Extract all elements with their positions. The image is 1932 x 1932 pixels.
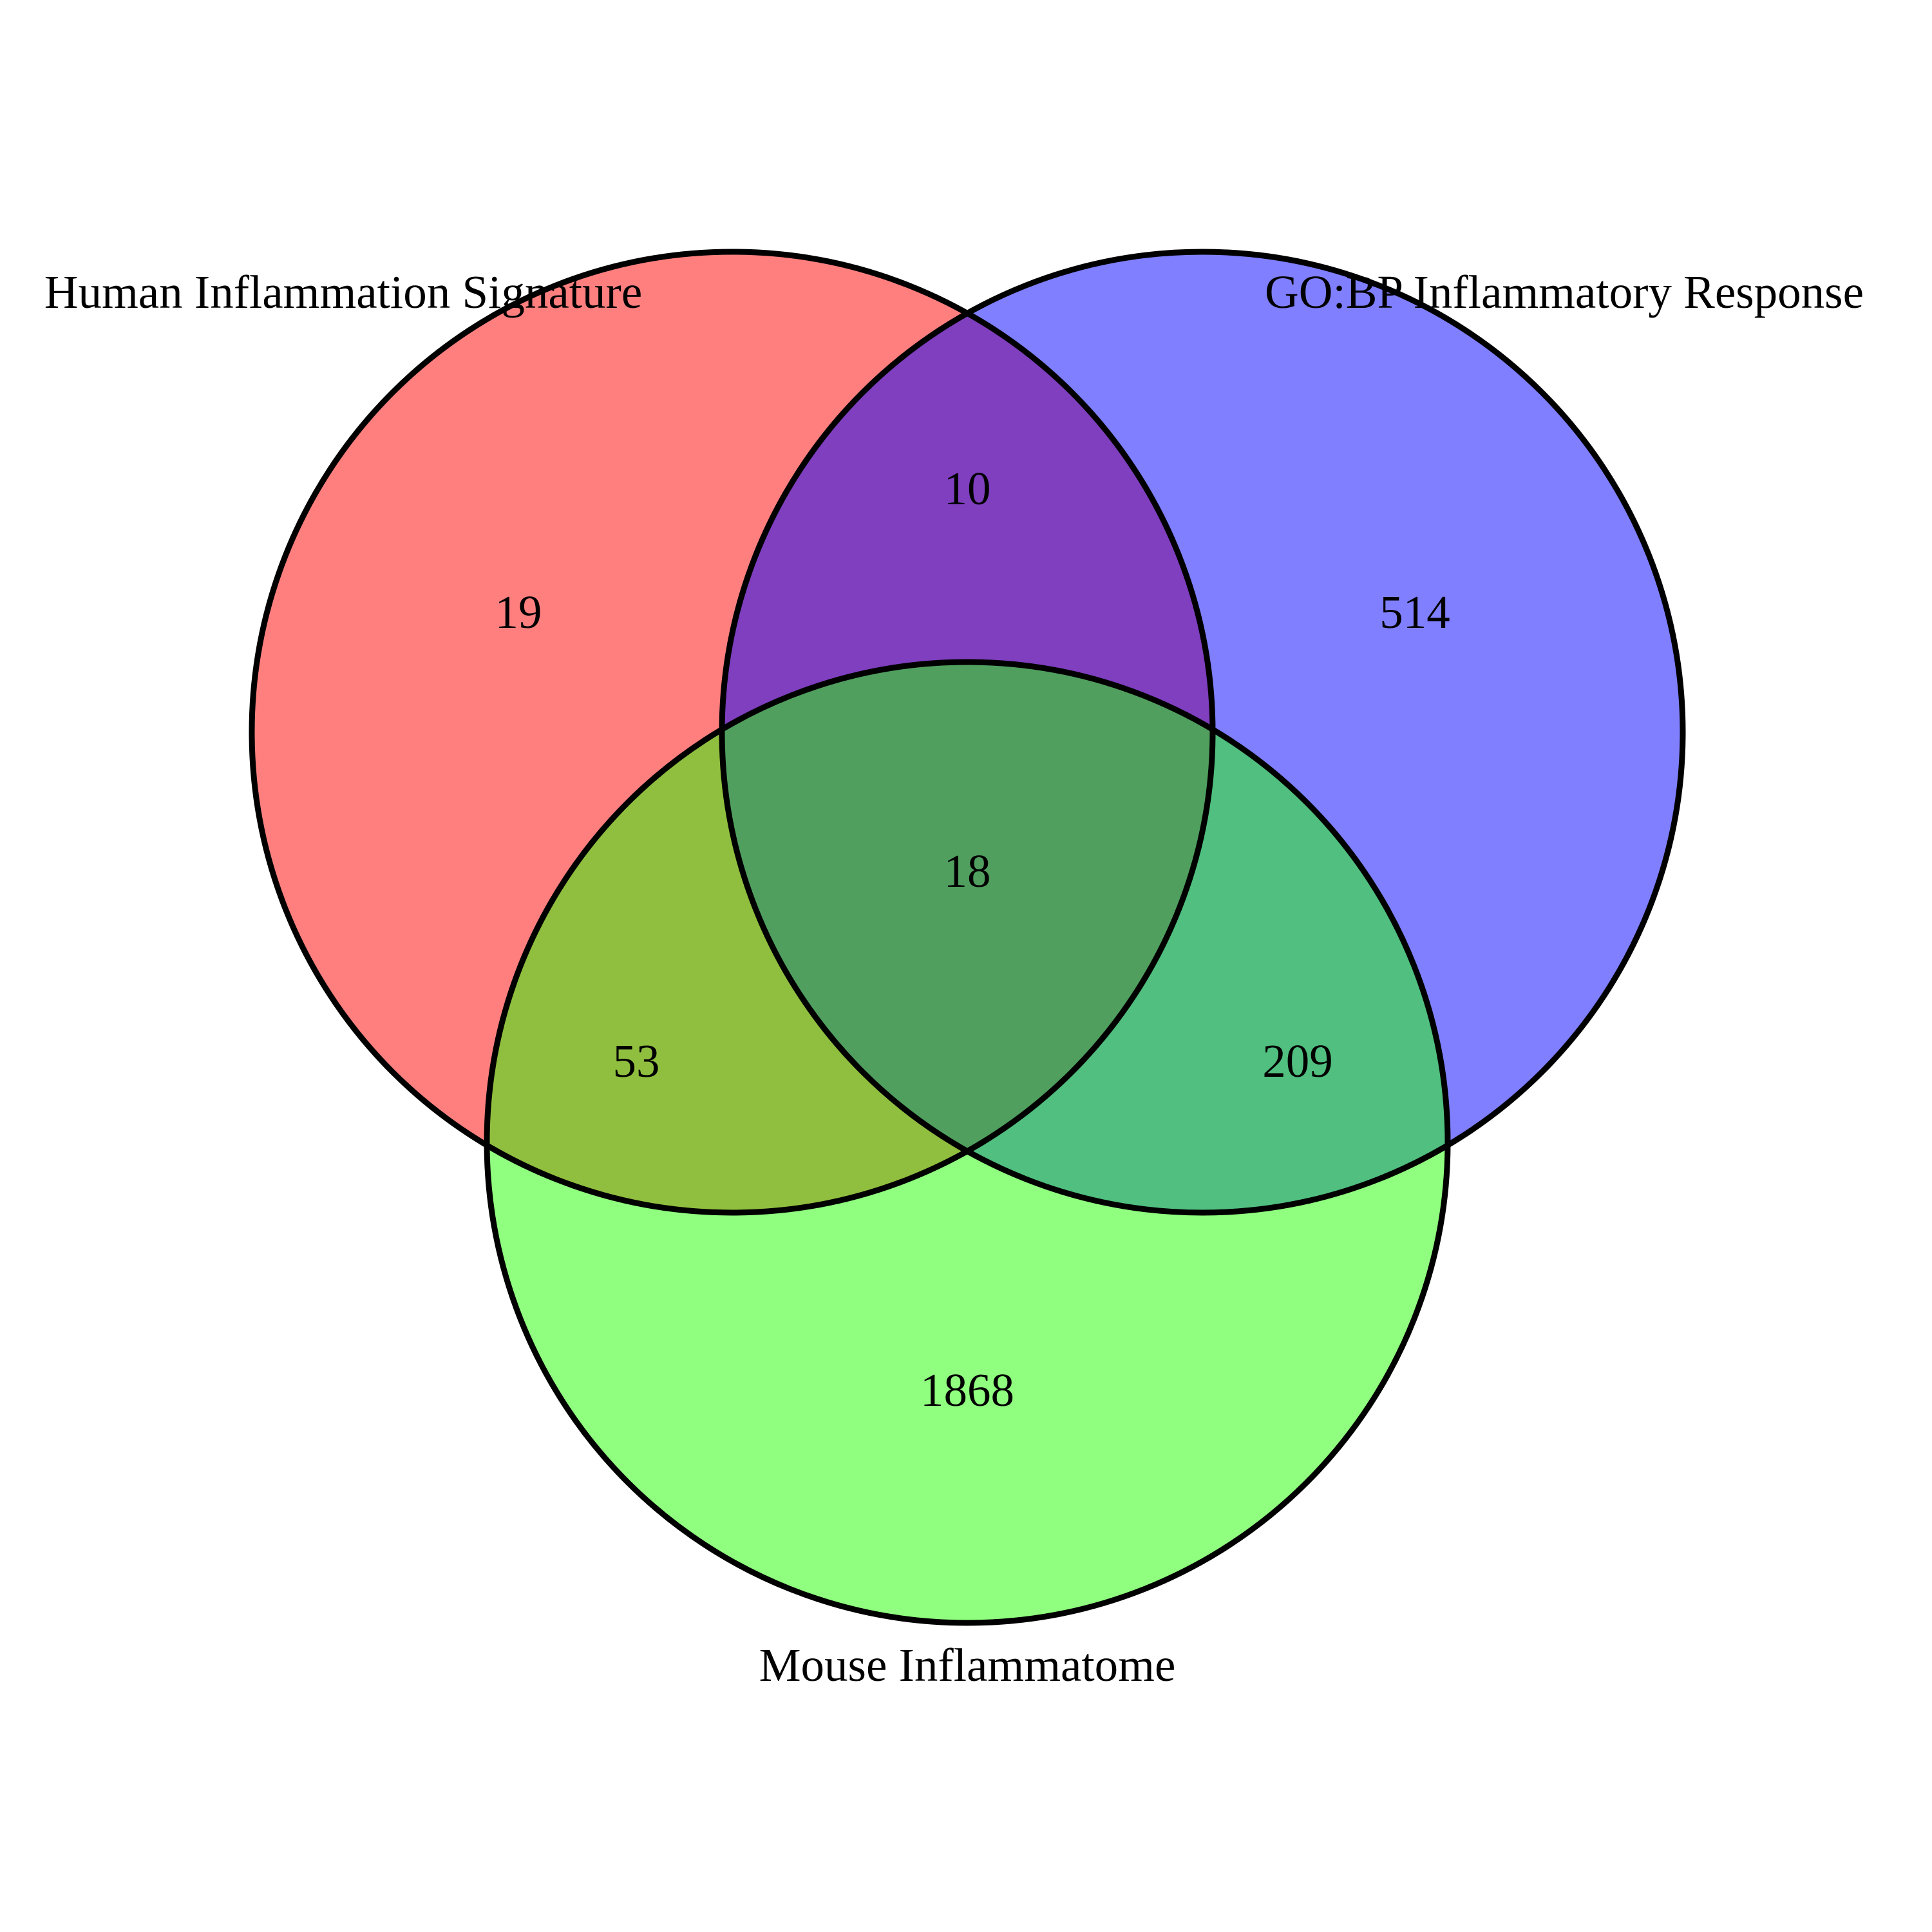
count-gobp-only: 514 xyxy=(1379,586,1450,638)
set-circle-mouse xyxy=(487,662,1448,1623)
count-gobp-mouse: 209 xyxy=(1262,1035,1333,1087)
region-counts: 19 10 514 18 53 209 1868 xyxy=(495,462,1450,1416)
count-human-gobp: 10 xyxy=(944,462,991,515)
count-human-mouse: 53 xyxy=(613,1035,660,1087)
count-all-three: 18 xyxy=(944,845,991,897)
set-outlines xyxy=(249,249,1686,1626)
label-human: Human Inflammation Signature xyxy=(44,266,643,318)
label-mouse: Mouse Inflammatome xyxy=(759,1639,1176,1691)
set-labels: Human Inflammation Signature GO:BP Infla… xyxy=(44,266,1864,1691)
count-mouse-only: 1868 xyxy=(920,1364,1014,1416)
set-fills xyxy=(252,252,1683,1623)
outline-mouse xyxy=(484,659,1451,1626)
count-human-only: 19 xyxy=(495,586,542,638)
label-gobp: GO:BP Inflammatory Response xyxy=(1265,266,1864,318)
